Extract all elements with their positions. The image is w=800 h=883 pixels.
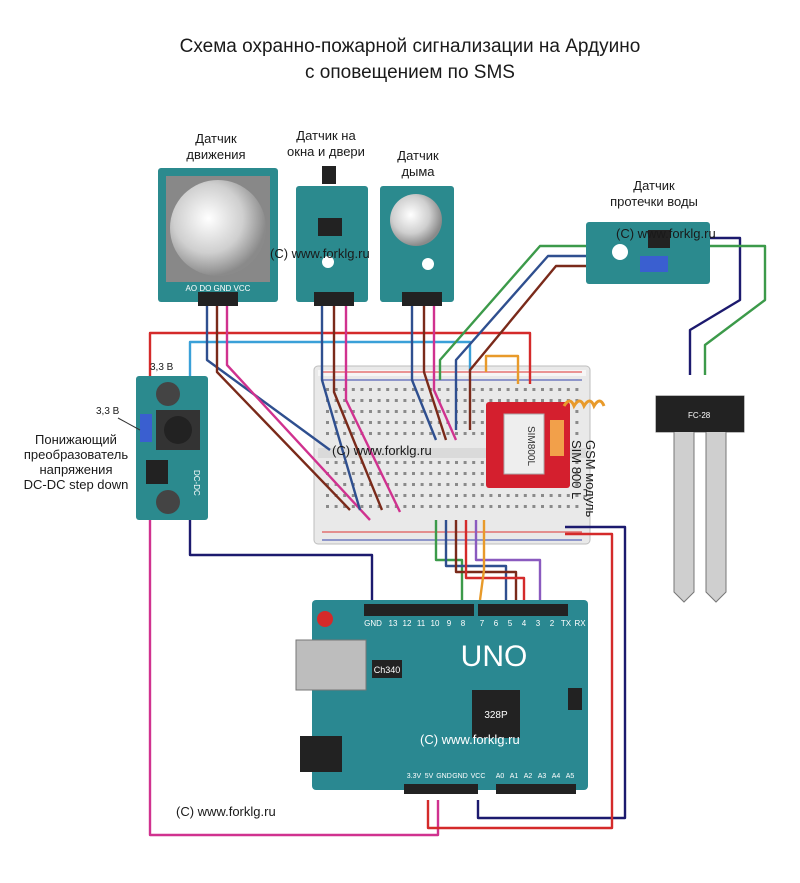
arduino-pin-label: 10 bbox=[431, 619, 440, 628]
water-sensor-label-1: Датчик bbox=[633, 178, 675, 193]
voltage-label-side: 3,3 В bbox=[96, 406, 120, 417]
smoke-sensor-label-2: дыма bbox=[401, 164, 435, 179]
arduino-pin-label: A3 bbox=[538, 773, 547, 780]
watermark-3: (C) www.forklg.ru bbox=[616, 226, 716, 241]
water-sensor-label-2: протечки воды bbox=[610, 194, 698, 209]
arduino-pin-label: A5 bbox=[566, 773, 575, 780]
arduino-pin-label: VCC bbox=[471, 773, 486, 780]
watermark-5: (C) www.forklg.ru bbox=[176, 804, 276, 819]
arduino-pin-label: 9 bbox=[447, 619, 452, 628]
smoke-sensor-label-1: Датчик bbox=[397, 148, 439, 163]
arduino-pin-label: A2 bbox=[524, 773, 533, 780]
gsm-label-1: GSM модуль bbox=[583, 440, 598, 517]
gsm-module: SIM800L bbox=[486, 399, 606, 488]
converter-label-1: Понижающий bbox=[35, 432, 117, 447]
motion-sensor-label-1: Датчик bbox=[195, 131, 237, 146]
arduino-pin-label: 7 bbox=[480, 619, 485, 628]
arduino-pin-label: A1 bbox=[510, 773, 519, 780]
title-line-1: Схема охранно-пожарной сигнализации на А… bbox=[180, 36, 641, 57]
gsm-label-2: SIM 800 L bbox=[569, 440, 584, 499]
arduino-pin-label: 8 bbox=[461, 619, 466, 628]
arduino-pin-label: GND bbox=[364, 619, 382, 628]
arduino-pin-label: 2 bbox=[550, 619, 555, 628]
voltage-label-top: 3,3 В bbox=[150, 362, 174, 373]
arduino-pin-label: RX bbox=[574, 619, 586, 628]
motion-sensor: AO DO GND VCC bbox=[158, 168, 278, 306]
smoke-sensor bbox=[380, 186, 454, 306]
gsm-chip: SIM800L bbox=[525, 426, 536, 466]
title-line-2: с оповещением по SMS bbox=[305, 62, 515, 83]
door-sensor-label-1: Датчик на bbox=[296, 128, 356, 143]
arduino-pin-label: 4 bbox=[522, 619, 527, 628]
water-sensor-module bbox=[586, 222, 710, 284]
door-sensor bbox=[296, 166, 368, 306]
wires bbox=[148, 236, 767, 837]
watermark-2: (C) www.forklg.ru bbox=[332, 443, 432, 458]
arduino-pin-label: GND bbox=[452, 773, 468, 780]
arduino-usb-chip: Ch340 bbox=[374, 665, 401, 675]
dcdc-side: DC-DC bbox=[192, 470, 201, 496]
arduino-pin-label: 13 bbox=[389, 619, 398, 628]
arduino-pin-label: 11 bbox=[417, 619, 426, 628]
watermark-4: (C) www.forklg.ru bbox=[420, 732, 520, 747]
arduino-mcu: 328P bbox=[484, 710, 508, 721]
door-sensor-label-2: окна и двери bbox=[287, 144, 365, 159]
watermark-1: (C) www.forklg.ru bbox=[270, 246, 370, 261]
svg-text:AO DO GND VCC: AO DO GND VCC bbox=[186, 284, 251, 293]
arduino-name: UNO bbox=[461, 640, 528, 673]
arduino-pin-label: 12 bbox=[403, 619, 412, 628]
converter-label-4: DC-DC step down bbox=[24, 477, 129, 492]
motion-sensor-label-2: движения bbox=[186, 147, 245, 162]
dcdc-converter: DC-DC bbox=[136, 376, 208, 520]
arduino-pin-label: TX bbox=[561, 619, 572, 628]
arduino-pin-label: A4 bbox=[552, 773, 561, 780]
arduino-pin-label: 5V bbox=[425, 773, 434, 780]
converter-label-3: напряжения bbox=[40, 462, 113, 477]
arduino-pin-label: A0 bbox=[496, 773, 505, 780]
arduino-pin-label: 5 bbox=[508, 619, 513, 628]
probe-label: FC-28 bbox=[688, 411, 711, 420]
converter-label-2: преобразователь bbox=[24, 447, 128, 462]
water-probe: FC-28 bbox=[655, 395, 745, 603]
arduino-pin-label: 3.3V bbox=[407, 773, 422, 780]
arduino-pin-label: 6 bbox=[494, 619, 499, 628]
arduino-pin-label: GND bbox=[436, 773, 452, 780]
arduino-pin-label: 3 bbox=[536, 619, 541, 628]
